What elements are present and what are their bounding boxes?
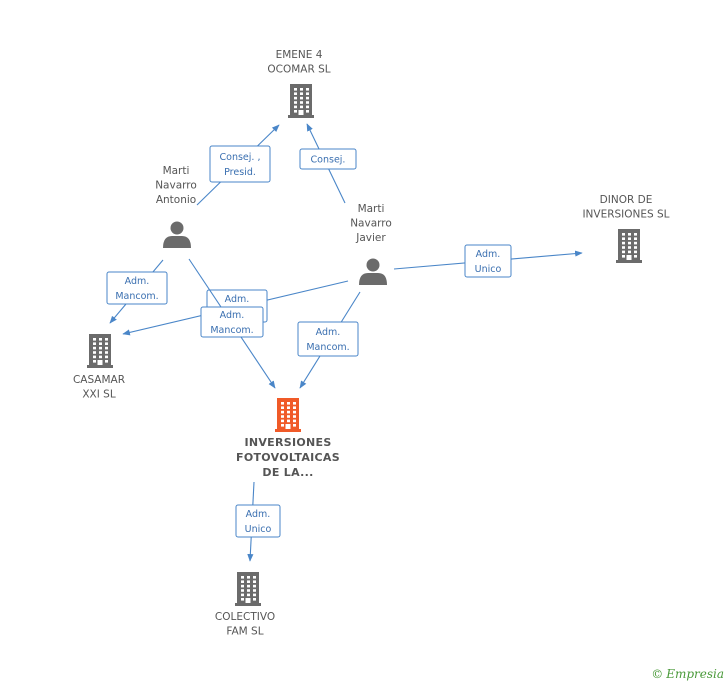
edge-label-text: Presid.: [224, 167, 256, 178]
edge-inversiones-colectivo: Adm. Unico: [235, 481, 281, 562]
node-label: FOTOVOLTAICAS: [236, 451, 340, 464]
node-label: EMENE 4: [276, 49, 323, 61]
edge-label-text: Consej.: [311, 155, 346, 166]
node-label: FAM SL: [226, 626, 263, 638]
edge-javier-emene: Consej.: [299, 123, 357, 204]
edge-antonio-casamar: Adm. Mancom.: [106, 259, 168, 324]
edge-label-box: [209, 145, 271, 183]
edge-label-box: [299, 148, 357, 170]
edge-javier-dinor: Adm. Unico: [393, 244, 583, 278]
building-icon: [616, 229, 642, 263]
edge-label-text: Adm.: [246, 509, 271, 520]
node-label: CASAMAR: [73, 374, 125, 386]
edge-label[interactable]: Adm. Unico: [235, 504, 281, 538]
footer-brand: ©Empresia: [651, 667, 724, 681]
edge-label[interactable]: Adm. Mancom.: [297, 321, 359, 357]
edge-label[interactable]: Adm. Unico: [464, 244, 512, 278]
node-dinor[interactable]: DINOR DE INVERSIONES SL: [582, 194, 670, 263]
edge-label-box: [297, 321, 359, 357]
node-colectivo[interactable]: COLECTIVO FAM SL: [215, 572, 275, 638]
edge-label-text: Adm.: [125, 276, 150, 287]
node-label: Navarro: [350, 218, 392, 230]
node-label: OCOMAR SL: [267, 64, 330, 76]
edge-label[interactable]: Adm. Mancom.: [200, 306, 264, 338]
edge-label-text: Unico: [475, 264, 502, 275]
edge-label-box: [200, 306, 264, 338]
node-label: COLECTIVO: [215, 611, 275, 623]
node-label: XXI SL: [82, 389, 115, 401]
node-label: Marti: [163, 165, 190, 177]
edge-label-text: Adm.: [220, 310, 245, 321]
node-label: Javier: [355, 232, 386, 244]
building-icon: [275, 398, 301, 432]
node-inversiones[interactable]: INVERSIONES FOTOVOLTAICAS DE LA...: [236, 398, 340, 479]
edge-label-text: Adm.: [225, 294, 250, 305]
person-icon: [163, 221, 191, 248]
edge-label-text: Adm.: [476, 249, 501, 260]
edge-label-text: Mancom.: [115, 291, 158, 302]
edge-antonio-inversiones: Adm. Mancom.: [188, 258, 276, 389]
node-casamar[interactable]: CASAMAR XXI SL: [73, 334, 125, 401]
edge-label-text: Unico: [245, 524, 272, 535]
node-emene[interactable]: EMENE 4 OCOMAR SL: [267, 49, 331, 118]
edge-label[interactable]: Consej. , Presid.: [209, 145, 271, 183]
node-label: Marti: [358, 203, 385, 215]
node-label: INVERSIONES: [244, 436, 331, 449]
building-icon: [288, 84, 314, 118]
edge-label-text: Mancom.: [210, 325, 253, 336]
edge-javier-inversiones: Adm. Mancom.: [297, 291, 361, 389]
node-label: INVERSIONES SL: [582, 209, 669, 221]
node-label: Antonio: [156, 194, 196, 206]
edge-label[interactable]: Adm. Mancom.: [106, 271, 168, 305]
node-label: DE LA...: [262, 466, 313, 479]
building-icon: [87, 334, 113, 368]
edge-label-text: Consej. ,: [220, 152, 261, 163]
edge-label-text: Mancom.: [306, 342, 349, 353]
edge-label-box: [464, 244, 512, 278]
brand-name: Empresia: [666, 667, 724, 681]
edge-label-text: Adm.: [316, 327, 341, 338]
node-label: Navarro: [155, 180, 197, 192]
building-icon: [235, 572, 261, 606]
edge-label-box: [235, 504, 281, 538]
edge-label-box: [106, 271, 168, 305]
node-label: DINOR DE: [600, 194, 653, 206]
edge-antonio-emene: Consej. , Presid.: [196, 124, 280, 206]
edge-label[interactable]: Consej.: [299, 148, 357, 170]
copyright-symbol: ©: [651, 667, 664, 681]
person-icon: [359, 258, 387, 285]
